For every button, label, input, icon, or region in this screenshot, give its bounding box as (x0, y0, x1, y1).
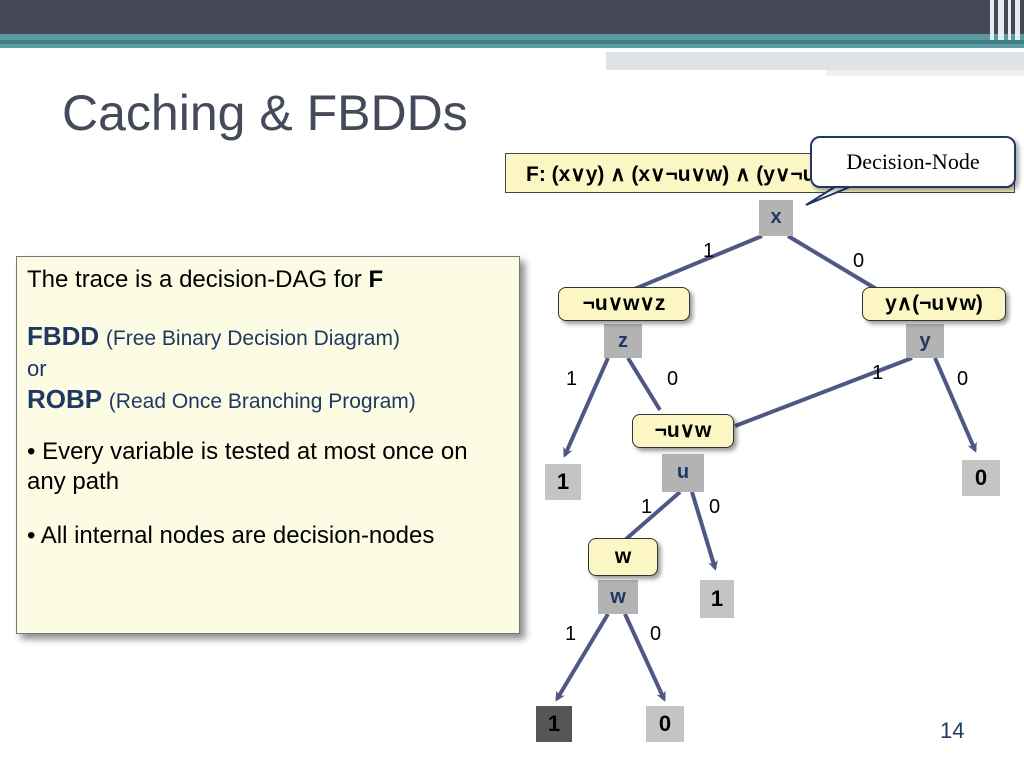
edge-label-z-1: 1 (566, 368, 578, 390)
edge-u-1 (623, 490, 682, 542)
edge-label-u-1: 1 (641, 496, 653, 518)
expr-box-w: w (588, 538, 658, 576)
edge-label-x-0: 0 (853, 250, 865, 272)
or-text: or (27, 356, 47, 381)
leaf-z-1: 1 (545, 464, 581, 500)
page-number: 14 (940, 718, 965, 743)
robp-line: ROBP (Read Once Branching Program) (27, 384, 509, 417)
bullet-read-once: • Every variable is tested at most once … (27, 438, 468, 495)
header-vbar (998, 0, 1004, 40)
header-vbar (990, 0, 994, 40)
fbdd-expansion: (Free Binary Decision Diagram) (105, 327, 400, 350)
edge-label-y-0: 0 (957, 368, 969, 390)
leaf-w-1: 1 (536, 706, 572, 742)
header-bar (0, 0, 1024, 38)
edge-label-y-1: 1 (872, 362, 884, 384)
edge-z-0 (626, 356, 662, 412)
header-vbar (1008, 0, 1011, 40)
fbdd-line: FBDD (Free Binary Decision Diagram) (27, 321, 509, 354)
robp-term: ROBP (27, 384, 103, 414)
decision-node-callout: Decision-Node (810, 136, 1016, 188)
leaf-y-0: 0 (962, 460, 1000, 496)
slide-title: Caching & FBDDs (62, 85, 468, 141)
expr-box-u: ¬u∨w (632, 414, 734, 448)
edge-x-1 (631, 234, 763, 292)
node-y: y (906, 324, 944, 358)
edge-label-x-1: 1 (703, 240, 715, 262)
trace-line: The trace is a decision-DAG for F (27, 265, 509, 295)
edge-label-u-0: 0 (709, 496, 721, 518)
header-stripe-small (826, 70, 1024, 76)
header-vbar (1015, 0, 1020, 40)
edge-label-w-0: 0 (650, 623, 662, 645)
edge-label-w-1: 1 (565, 623, 577, 645)
expr-box-z: ¬u∨w∨z (558, 287, 690, 321)
leaf-u-0: 1 (700, 580, 734, 618)
edge-label-z-0: 0 (667, 368, 679, 390)
node-z: z (604, 324, 642, 358)
edge-y-1 (734, 356, 913, 428)
expr-box-y: y∧(¬u∨w) (862, 287, 1006, 321)
edge-y-0 (933, 357, 977, 453)
trace-text: The trace is a decision-DAG for (27, 266, 369, 293)
fbdd-term: FBDD (27, 321, 100, 351)
bullet-decision-nodes: • All internal nodes are decision-nodes (27, 522, 435, 549)
edge-x-0 (786, 234, 880, 292)
explanation-box: The trace is a decision-DAG for F FBDD (… (16, 256, 520, 634)
node-w: w (598, 580, 638, 614)
trace-f: F (368, 266, 384, 293)
header-accent-line (0, 40, 1024, 44)
node-u: u (662, 454, 704, 492)
leaf-w-0: 0 (646, 706, 684, 742)
node-x: x (759, 200, 793, 236)
robp-expansion: (Read Once Branching Program) (108, 390, 416, 413)
header-stripe (606, 52, 1024, 70)
